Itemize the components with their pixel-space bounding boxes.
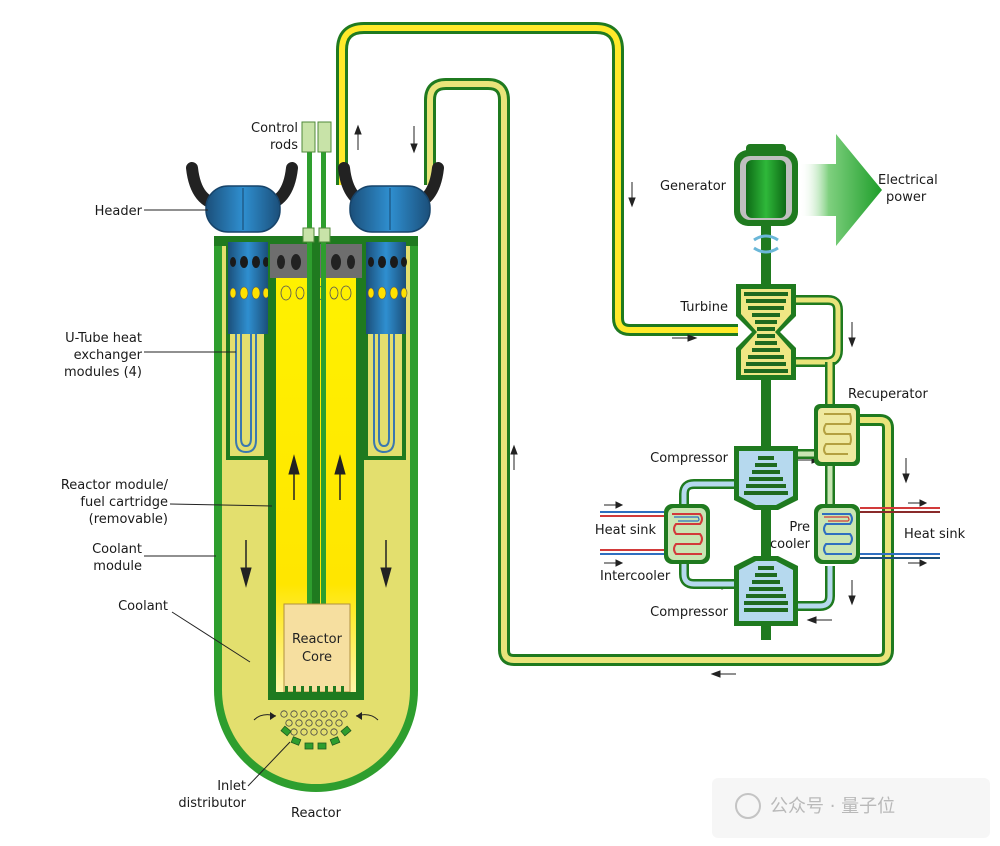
leader-lines [144, 209, 291, 787]
label-coolant-module-2: module [93, 559, 142, 574]
label-coolant-module-1: Coolant [92, 542, 142, 557]
label-recuperator: Recuperator [848, 387, 928, 402]
label-compressor-bottom: Compressor [650, 605, 729, 620]
label-inlet-2: distributor [178, 796, 246, 811]
watermark-text: 公众号 · 量子位 [770, 796, 895, 817]
label-heat-sink-left: Heat sink [595, 523, 657, 538]
label-control-rods-1: Control [251, 121, 298, 136]
inlet-distributor [253, 710, 379, 750]
label-electrical-2: power [886, 190, 927, 205]
header-right [338, 162, 444, 233]
label-compressor-top: Compressor [650, 451, 729, 466]
precooler [814, 504, 860, 564]
cold-leg-pipe [424, 78, 894, 666]
compressor-top [734, 446, 798, 510]
fuel-cartridge [268, 238, 364, 700]
pcs-loop-pipes [679, 295, 843, 611]
intercooler-sink-lines [600, 511, 664, 555]
heat-sink-arrows [604, 499, 928, 567]
label-precooler-1: Pre [789, 520, 810, 535]
label-reactor: Reactor [291, 806, 342, 821]
label-utube-1: U-Tube heat [65, 331, 142, 346]
control-rod-drives [301, 121, 332, 243]
label-reactor-module-3: (removable) [89, 512, 168, 527]
label-precooler-2: cooler [770, 537, 811, 552]
heat-exchanger-right [364, 240, 408, 460]
label-coolant: Coolant [118, 599, 168, 614]
hot-leg-pipe [336, 22, 738, 336]
label-control-rods-2: rods [270, 138, 298, 153]
turbine [736, 284, 796, 380]
label-turbine: Turbine [679, 300, 728, 315]
label-reactor-module-1: Reactor module/ [61, 478, 169, 493]
watermark: 公众号 · 量子位 [712, 778, 990, 838]
label-reactor-core-2: Core [302, 650, 332, 665]
label-header: Header [95, 204, 143, 219]
label-generator: Generator [660, 179, 727, 194]
intercooler [664, 504, 710, 564]
compressor-bottom [734, 556, 798, 626]
label-inlet-1: Inlet [217, 779, 246, 794]
labels: Control rods Header U-Tube heat exchange… [61, 121, 966, 821]
label-electrical-1: Electrical [878, 173, 938, 188]
label-reactor-core-1: Reactor [292, 632, 343, 647]
label-utube-3: modules (4) [64, 365, 142, 380]
reactor-flow-arrows [240, 454, 392, 588]
label-utube-2: exchanger [74, 348, 143, 363]
recuperator [814, 404, 860, 466]
precooler-sink-lines [860, 507, 940, 559]
header-left [186, 162, 298, 233]
heat-exchanger-left [226, 240, 270, 460]
turbine-shaft [761, 220, 771, 640]
electrical-power-arrow [800, 134, 882, 246]
label-intercooler: Intercooler [600, 569, 671, 584]
label-heat-sink-right: Heat sink [904, 527, 966, 542]
label-reactor-module-2: fuel cartridge [80, 495, 168, 510]
generator [734, 144, 798, 254]
wechat-icon [735, 793, 761, 819]
